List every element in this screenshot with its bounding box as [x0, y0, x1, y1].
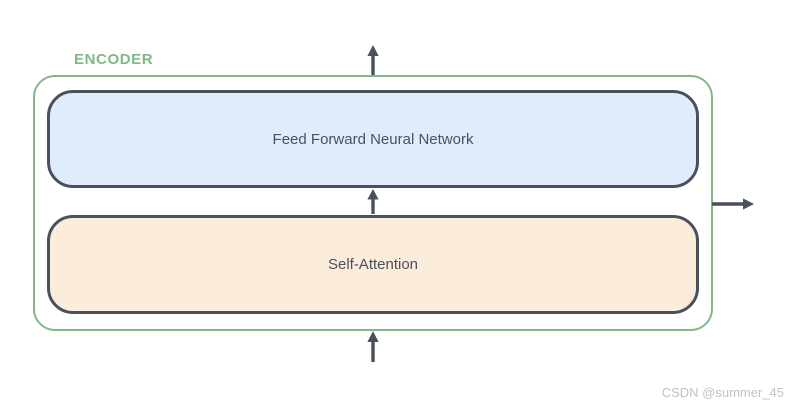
- encoder-side-output-arrow-right-icon: [712, 196, 754, 212]
- feed-forward-block: Feed Forward Neural Network: [47, 90, 699, 188]
- inter-block-arrow-up-icon: [365, 189, 381, 214]
- self-attention-block: Self-Attention: [47, 215, 699, 314]
- encoder-label: ENCODER: [74, 51, 154, 68]
- watermark: CSDN @summer_45: [661, 385, 784, 400]
- self-attention-label: Self-Attention: [327, 256, 419, 273]
- feed-forward-label: Feed Forward Neural Network: [272, 130, 474, 148]
- encoder-input-arrow-up-icon: [365, 331, 381, 362]
- encoder-output-arrow-up-icon: [365, 45, 381, 75]
